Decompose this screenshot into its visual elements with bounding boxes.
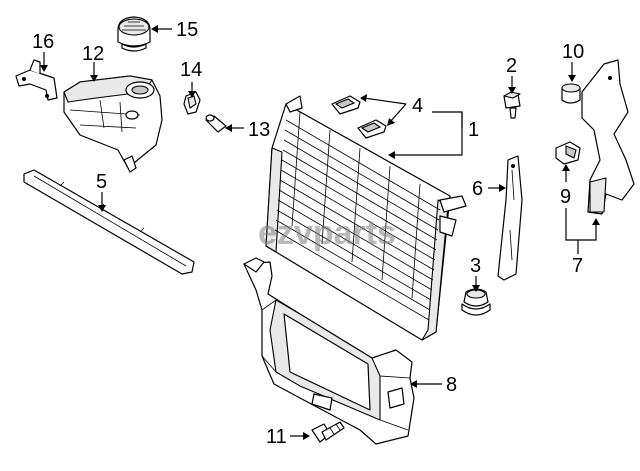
part-3-grommet (461, 288, 491, 316)
watermark: ezvparts (258, 214, 396, 252)
callout-15: 15 (176, 19, 198, 41)
part-15-cap (117, 16, 151, 52)
callout-12: 12 (82, 43, 104, 65)
callout-4: 4 (412, 95, 423, 117)
part-5-seal-strip (23, 169, 195, 275)
callout-10: 10 (562, 41, 584, 63)
callout-labels: 15 16 12 14 13 5 4 1 2 6 3 10 9 7 8 11 (32, 19, 584, 448)
callout-9: 9 (560, 186, 571, 208)
callout-11: 11 (266, 426, 287, 448)
part-7-air-duct (581, 59, 635, 215)
part-6-bracket-bar (497, 155, 523, 281)
part-11-screw (311, 421, 345, 443)
radiator-fins (274, 111, 441, 321)
callout-6: 6 (472, 178, 483, 200)
part-2-bolt (503, 91, 521, 119)
part-8-frame (243, 257, 415, 445)
part-10-plug (561, 83, 581, 104)
callout-13: 13 (248, 119, 270, 141)
part-9-clip (555, 141, 581, 165)
part-14-sensor (183, 91, 201, 115)
callout-1: 1 (468, 119, 479, 141)
leader-lines (40, 25, 600, 440)
part-13-connector (205, 114, 227, 133)
callout-5: 5 (96, 171, 107, 193)
callout-14: 14 (180, 59, 202, 81)
part-1-radiator (265, 95, 467, 341)
callout-2: 2 (506, 55, 517, 77)
part-16-bracket (15, 59, 58, 101)
part-12-expansion-tank (63, 75, 163, 173)
part-4-clips (331, 95, 387, 139)
callout-8: 8 (446, 374, 457, 396)
callout-3: 3 (470, 255, 481, 277)
callout-16: 16 (32, 31, 54, 53)
callout-7: 7 (572, 255, 583, 277)
